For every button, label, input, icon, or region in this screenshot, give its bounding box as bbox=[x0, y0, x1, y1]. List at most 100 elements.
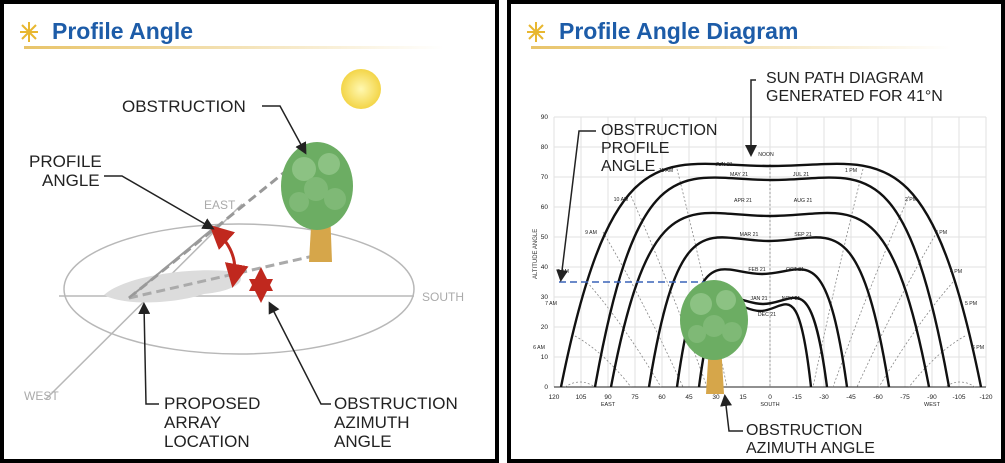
y-tick-label: 90 bbox=[541, 114, 549, 121]
x-direction-label: SOUTH bbox=[760, 402, 779, 408]
azimuth-label-2: AZIMUTH ANGLE bbox=[746, 440, 875, 457]
hour-label: NOON bbox=[758, 152, 774, 158]
month-label: OCT 21 bbox=[786, 267, 804, 273]
month-label: AUG 21 bbox=[794, 198, 813, 204]
profile-angle-label-2: ANGLE bbox=[42, 171, 100, 190]
hour-label: 10 AM bbox=[614, 197, 629, 203]
hour-line bbox=[564, 381, 596, 388]
x-tick-label: -45 bbox=[846, 394, 856, 401]
hour-label: 1 PM bbox=[845, 168, 857, 174]
profile-angle-panel: OBSTRUCTION PROFILE ANGLE EAST SOUTH WES… bbox=[0, 0, 499, 463]
sun-path-arcs bbox=[559, 162, 983, 388]
azimuth-label-1: OBSTRUCTION bbox=[334, 394, 458, 413]
hour-line bbox=[676, 168, 728, 388]
hour-label: 4 PM bbox=[950, 269, 962, 275]
hour-line bbox=[878, 281, 954, 388]
x-tick-label: 90 bbox=[604, 394, 612, 401]
profile-angle-label-3: ANGLE bbox=[601, 158, 655, 175]
hour-line bbox=[812, 168, 864, 388]
east-label: EAST bbox=[204, 198, 236, 212]
azimuth-label-1: OBSTRUCTION bbox=[746, 422, 862, 439]
south-label: SOUTH bbox=[422, 290, 464, 304]
tree-icon bbox=[281, 142, 353, 262]
profile-angle-label-1: OBSTRUCTION bbox=[601, 122, 717, 139]
sunburst-icon bbox=[20, 22, 38, 42]
hour-line bbox=[944, 381, 976, 388]
azimuth-leader bbox=[720, 394, 743, 432]
month-label: DEC 21 bbox=[758, 312, 776, 318]
obstruction-label: OBSTRUCTION bbox=[122, 97, 246, 116]
month-label: NOV 21 bbox=[782, 296, 801, 302]
profile-angle-leader bbox=[104, 175, 215, 230]
month-label: MAY 21 bbox=[730, 172, 748, 178]
month-label: SEP 21 bbox=[794, 232, 812, 238]
obstruction-leader bbox=[262, 105, 307, 155]
x-tick-label: -75 bbox=[900, 394, 910, 401]
y-tick-label: 60 bbox=[541, 204, 549, 211]
month-label: MAR 21 bbox=[740, 232, 759, 238]
panel-title: Profile Angle bbox=[52, 18, 193, 44]
sun-path-arc bbox=[609, 211, 931, 388]
hour-label: 2 PM bbox=[905, 197, 917, 203]
hour-label: 9 AM bbox=[585, 230, 597, 236]
x-direction-label: EAST bbox=[601, 402, 616, 408]
hour-label: 7 AM bbox=[545, 301, 557, 307]
x-tick-label: 0 bbox=[768, 394, 772, 401]
x-tick-label: 60 bbox=[658, 394, 666, 401]
y-tick-label: 70 bbox=[541, 174, 549, 181]
x-tick-label: -120 bbox=[979, 394, 992, 401]
sunburst-icon bbox=[527, 22, 545, 42]
x-tick-label: 105 bbox=[576, 394, 587, 401]
x-tick-label: -60 bbox=[873, 394, 883, 401]
title-rule bbox=[24, 46, 444, 49]
array-label-1: PROPOSED bbox=[164, 394, 260, 413]
tree-icon bbox=[680, 280, 748, 394]
hour-line bbox=[856, 231, 938, 388]
y-axis-label: ALTITUDE ANGLE bbox=[533, 229, 539, 279]
profile-angle-label-2: PROFILE bbox=[601, 140, 669, 157]
sun-path-label-1: SUN PATH DIAGRAM bbox=[766, 70, 924, 87]
x-tick-label: 15 bbox=[739, 394, 747, 401]
reference-line bbox=[128, 225, 217, 299]
array-leader bbox=[138, 302, 159, 405]
hour-label: 11 AM bbox=[659, 168, 673, 174]
x-tick-label: 30 bbox=[712, 394, 720, 401]
sun-path-label-2: GENERATED FOR 41°N bbox=[766, 88, 943, 105]
hour-label: 8 AM bbox=[557, 269, 569, 275]
sun-icon bbox=[341, 69, 381, 109]
month-label: JUL 21 bbox=[793, 172, 809, 178]
month-label: APR 21 bbox=[734, 198, 752, 204]
west-label: WEST bbox=[24, 389, 59, 403]
x-tick-label: -105 bbox=[952, 394, 965, 401]
hour-label: 6 PM bbox=[972, 345, 984, 351]
azimuth-label-2: AZIMUTH bbox=[334, 413, 410, 432]
array-shape bbox=[104, 270, 241, 303]
x-tick-label: -30 bbox=[819, 394, 829, 401]
profile-angle-illustration: OBSTRUCTION PROFILE ANGLE EAST SOUTH WES… bbox=[20, 22, 464, 451]
profile-angle-label-1: PROFILE bbox=[29, 152, 102, 171]
x-tick-label: -15 bbox=[792, 394, 802, 401]
y-tick-label: 0 bbox=[544, 384, 548, 391]
y-tick-label: 50 bbox=[541, 234, 549, 241]
hour-label: 3 PM bbox=[935, 230, 947, 236]
sun-path-arc bbox=[593, 176, 951, 388]
azimuth-label-3: ANGLE bbox=[334, 432, 392, 451]
hour-label: 6 AM bbox=[533, 345, 545, 351]
month-label: JAN 21 bbox=[750, 296, 767, 302]
y-tick-label: 10 bbox=[541, 354, 549, 361]
azimuth-leader bbox=[268, 301, 331, 405]
x-tick-label: 75 bbox=[631, 394, 639, 401]
profile-angle-arrow bbox=[209, 224, 249, 288]
title-rule bbox=[531, 46, 951, 49]
month-label: FEB 21 bbox=[748, 267, 765, 273]
hour-label: 5 PM bbox=[965, 301, 977, 307]
y-tick-label: 80 bbox=[541, 144, 549, 151]
x-tick-label: -90 bbox=[927, 394, 937, 401]
x-tick-label: 120 bbox=[549, 394, 560, 401]
array-label-2: ARRAY bbox=[164, 413, 221, 432]
panel-title: Profile Angle Diagram bbox=[559, 18, 799, 44]
